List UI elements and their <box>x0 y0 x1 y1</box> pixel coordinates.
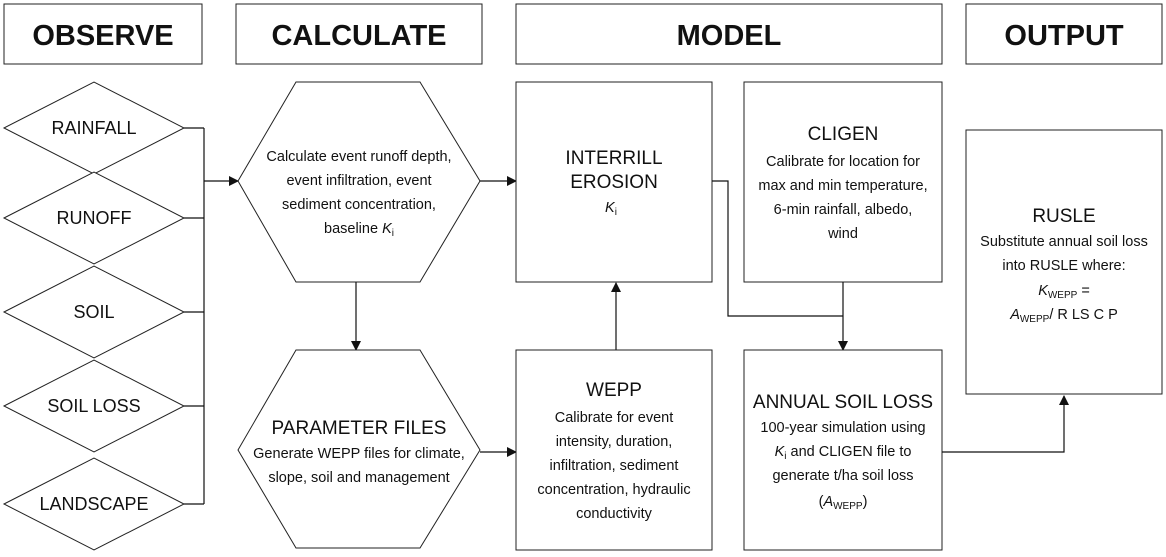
wepp-line5: conductivity <box>576 506 653 522</box>
wepp-line1: Calibrate for event <box>555 410 673 426</box>
wepp-title: WEPP <box>586 380 642 401</box>
observe-bracket <box>184 127 205 505</box>
annual-line4: (AWEPP) <box>819 494 868 512</box>
header-calculate: CALCULATE <box>235 3 483 65</box>
calculate-text-line1: Calculate event runoff depth, <box>266 149 451 165</box>
header-calculate-label: CALCULATE <box>271 20 446 52</box>
calculate-text-line3: sediment concentration, <box>282 197 436 213</box>
connector-interrill-to-annual <box>712 180 843 317</box>
observe-rainfall-label: RAINFALL <box>51 118 136 138</box>
header-model: MODEL <box>515 3 943 65</box>
annual-soil-loss-box: ANNUAL SOIL LOSS 100-year simulation usi… <box>743 349 943 551</box>
rusle-title: RUSLE <box>1032 206 1095 227</box>
rusle-box: RUSLE Substitute annual soil loss into R… <box>965 129 1163 395</box>
calculate-text-line2: event infiltration, event <box>286 173 431 189</box>
rusle-line1: Substitute annual soil loss <box>980 234 1148 250</box>
interrill-k: Ki <box>605 200 617 218</box>
cligen-line1: Calibrate for location for <box>766 154 920 170</box>
calculate-hexagon: Calculate event runoff depth, event infi… <box>237 81 481 283</box>
parameter-files-title: PARAMETER FILES <box>272 418 447 439</box>
cligen-line3: 6-min rainfall, albedo, <box>774 202 913 218</box>
annual-line1: 100-year simulation using <box>760 420 925 436</box>
header-output: OUTPUT <box>965 3 1163 65</box>
header-observe-label: OBSERVE <box>32 20 173 52</box>
header-observe: OBSERVE <box>3 3 203 65</box>
observe-rainfall: RAINFALL <box>2 81 186 175</box>
calculate-text-line4: baseline Ki <box>324 221 394 239</box>
interrill-line1: INTERRILL <box>565 148 662 169</box>
observe-soil-loss: SOIL LOSS <box>2 359 186 453</box>
observe-soil: SOIL <box>2 265 186 359</box>
observe-landscape: LANDSCAPE <box>2 457 186 551</box>
parameter-files-line1: Generate WEPP files for climate, <box>253 446 465 462</box>
header-model-label: MODEL <box>677 20 782 52</box>
observe-landscape-label: LANDSCAPE <box>39 494 148 514</box>
wepp-line3: infiltration, sediment <box>550 458 679 474</box>
interrill-erosion-box: INTERRILL EROSION Ki <box>515 81 713 283</box>
header-output-label: OUTPUT <box>1004 20 1124 52</box>
parameter-files-hexagon: PARAMETER FILES Generate WEPP files for … <box>237 349 481 549</box>
annual-line2: Ki and CLIGEN file to <box>775 444 912 462</box>
rusle-line2: into RUSLE where: <box>1002 258 1125 274</box>
wepp-box: WEPP Calibrate for event intensity, dura… <box>515 349 713 551</box>
wepp-line4: concentration, hydraulic <box>537 482 690 498</box>
annual-line3: generate t/ha soil loss <box>772 468 913 484</box>
cligen-title: CLIGEN <box>808 124 879 145</box>
cligen-line2: max and min temperature, <box>758 178 927 194</box>
wepp-line2: intensity, duration, <box>556 434 673 450</box>
parameter-files-line2: slope, soil and management <box>268 470 449 486</box>
observe-soil-label: SOIL <box>73 302 114 322</box>
observe-runoff-label: RUNOFF <box>57 208 132 228</box>
cligen-box: CLIGEN Calibrate for location for max an… <box>743 81 943 283</box>
observe-runoff: RUNOFF <box>2 171 186 265</box>
arrow-annual-to-rusle <box>942 395 1069 453</box>
annual-title: ANNUAL SOIL LOSS <box>753 392 933 413</box>
rusle-line4: AWEPP/ R LS C P <box>1009 307 1118 325</box>
observe-soil-loss-label: SOIL LOSS <box>47 396 140 416</box>
interrill-line2: EROSION <box>570 172 658 193</box>
cligen-line4: wind <box>827 226 858 242</box>
rusle-line3: KWEPP = <box>1038 283 1090 301</box>
